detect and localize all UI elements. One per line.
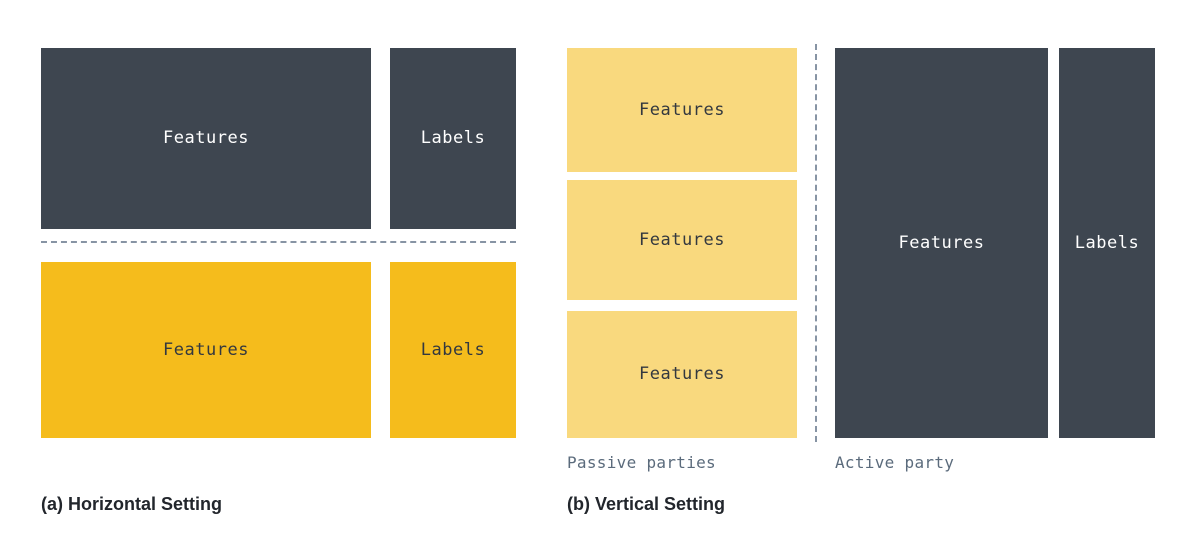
vertical-active-labels-label: Labels	[1074, 232, 1140, 253]
vertical-passive-features-block-2: Features	[567, 180, 797, 300]
horizontal-bottom-labels-label: Labels	[420, 339, 486, 360]
vertical-passive-features-label-3: Features	[639, 364, 725, 384]
horizontal-top-labels-label: Labels	[420, 128, 486, 148]
vertical-party-divider	[815, 44, 817, 442]
panel-a-caption: (a) Horizontal Setting	[41, 494, 222, 514]
panel-b-caption: (b) Vertical Setting	[567, 494, 726, 514]
horizontal-party-divider	[41, 241, 516, 243]
vertical-active-features-label: Features	[898, 232, 985, 253]
vertical-passive-features-label-2: Features	[639, 229, 725, 250]
horizontal-bottom-features-block: Features	[41, 262, 371, 438]
horizontal-top-labels-block: Labels	[390, 48, 516, 229]
vertical-passive-features-block-1: Features	[567, 48, 797, 172]
vertical-passive-features-block-3: Features	[567, 311, 797, 438]
horizontal-bottom-labels-block: Labels	[390, 262, 516, 438]
horizontal-bottom-features-label: Features	[163, 339, 249, 360]
vertical-active-features-block: Features	[835, 48, 1048, 438]
passive-parties-annotation: Passive parties	[567, 453, 716, 472]
horizontal-top-features-block: Features	[41, 48, 371, 229]
vertical-passive-features-label-1: Features	[639, 99, 725, 120]
active-party-annotation: Active party	[835, 453, 955, 472]
vertical-active-labels-block: Labels	[1059, 48, 1155, 438]
horizontal-top-features-label: Features	[163, 128, 249, 148]
